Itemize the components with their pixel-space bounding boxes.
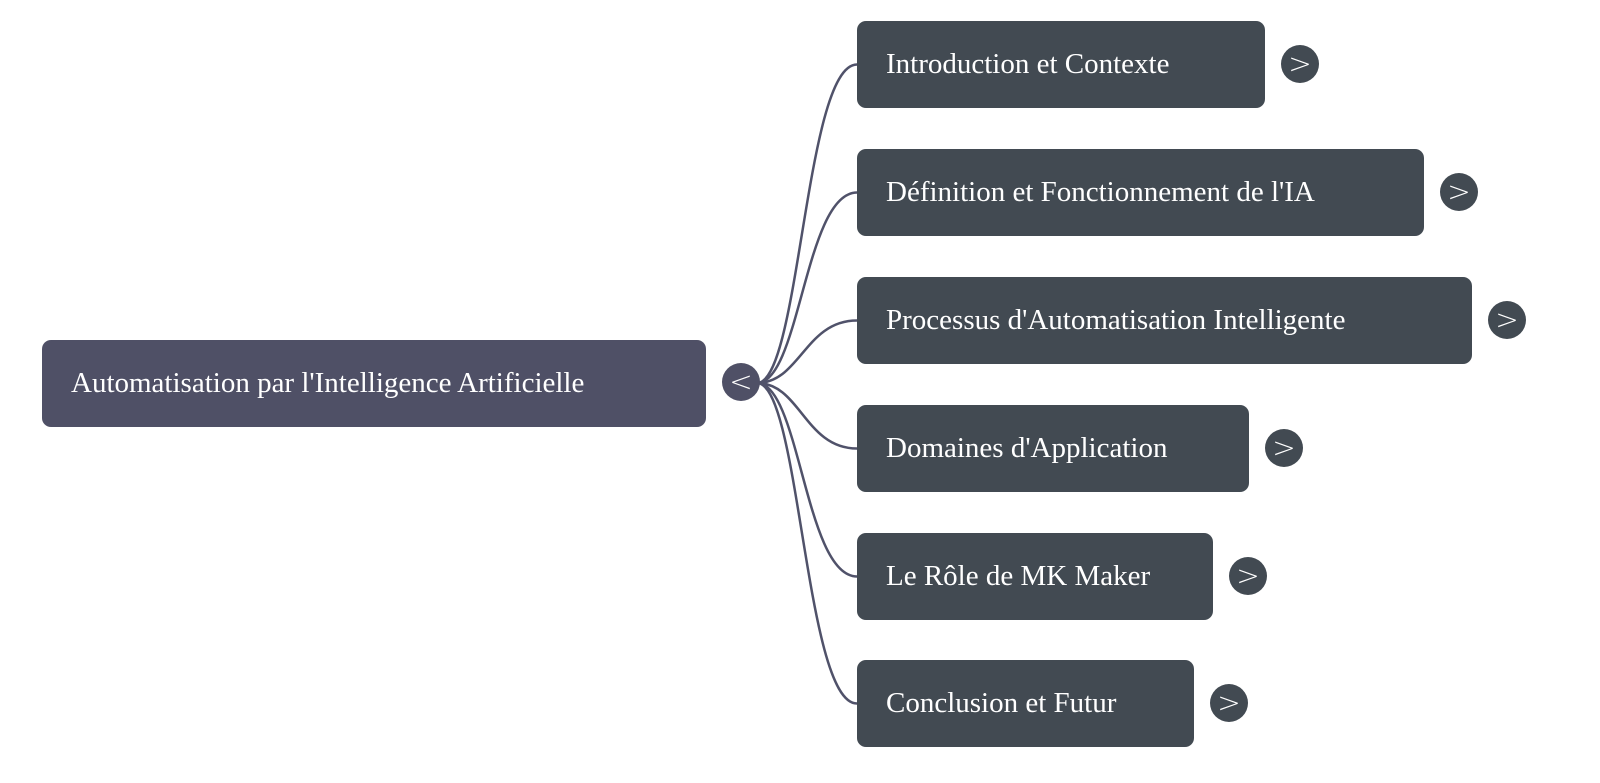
connector-line	[756, 63, 858, 385]
child-node[interactable]: Le Rôle de MK Maker	[857, 533, 1213, 620]
expand-toggle-button[interactable]: >	[1210, 684, 1248, 722]
child-node[interactable]: Définition et Fonctionnement de l'IA	[857, 149, 1424, 236]
child-node[interactable]: Conclusion et Futur	[857, 660, 1194, 747]
connector-line	[756, 319, 858, 385]
child-node-label: Introduction et Contexte	[886, 48, 1170, 80]
expand-toggle-button[interactable]: >	[1281, 45, 1319, 83]
child-node[interactable]: Domaines d'Application	[857, 405, 1249, 492]
connector-line	[756, 191, 858, 385]
child-node-label: Processus d'Automatisation Intelligente	[886, 304, 1346, 336]
expand-toggle-button[interactable]: >	[1488, 301, 1526, 339]
collapse-toggle-button[interactable]: <	[722, 363, 760, 401]
expand-toggle-button[interactable]: >	[1229, 557, 1267, 595]
child-node-label: Conclusion et Futur	[886, 687, 1117, 719]
connector-line	[756, 381, 858, 450]
expand-toggle-button[interactable]: >	[1440, 173, 1478, 211]
child-node-label: Définition et Fonctionnement de l'IA	[886, 176, 1315, 208]
connector-line	[756, 381, 858, 705]
child-node-label: Le Rôle de MK Maker	[886, 560, 1151, 592]
child-node[interactable]: Processus d'Automatisation Intelligente	[857, 277, 1472, 364]
connector-line	[756, 381, 858, 578]
root-node[interactable]: Automatisation par l'Intelligence Artifi…	[42, 340, 706, 427]
root-label: Automatisation par l'Intelligence Artifi…	[71, 367, 585, 399]
child-node-label: Domaines d'Application	[886, 432, 1168, 464]
child-node[interactable]: Introduction et Contexte	[857, 21, 1265, 108]
expand-toggle-button[interactable]: >	[1265, 429, 1303, 467]
